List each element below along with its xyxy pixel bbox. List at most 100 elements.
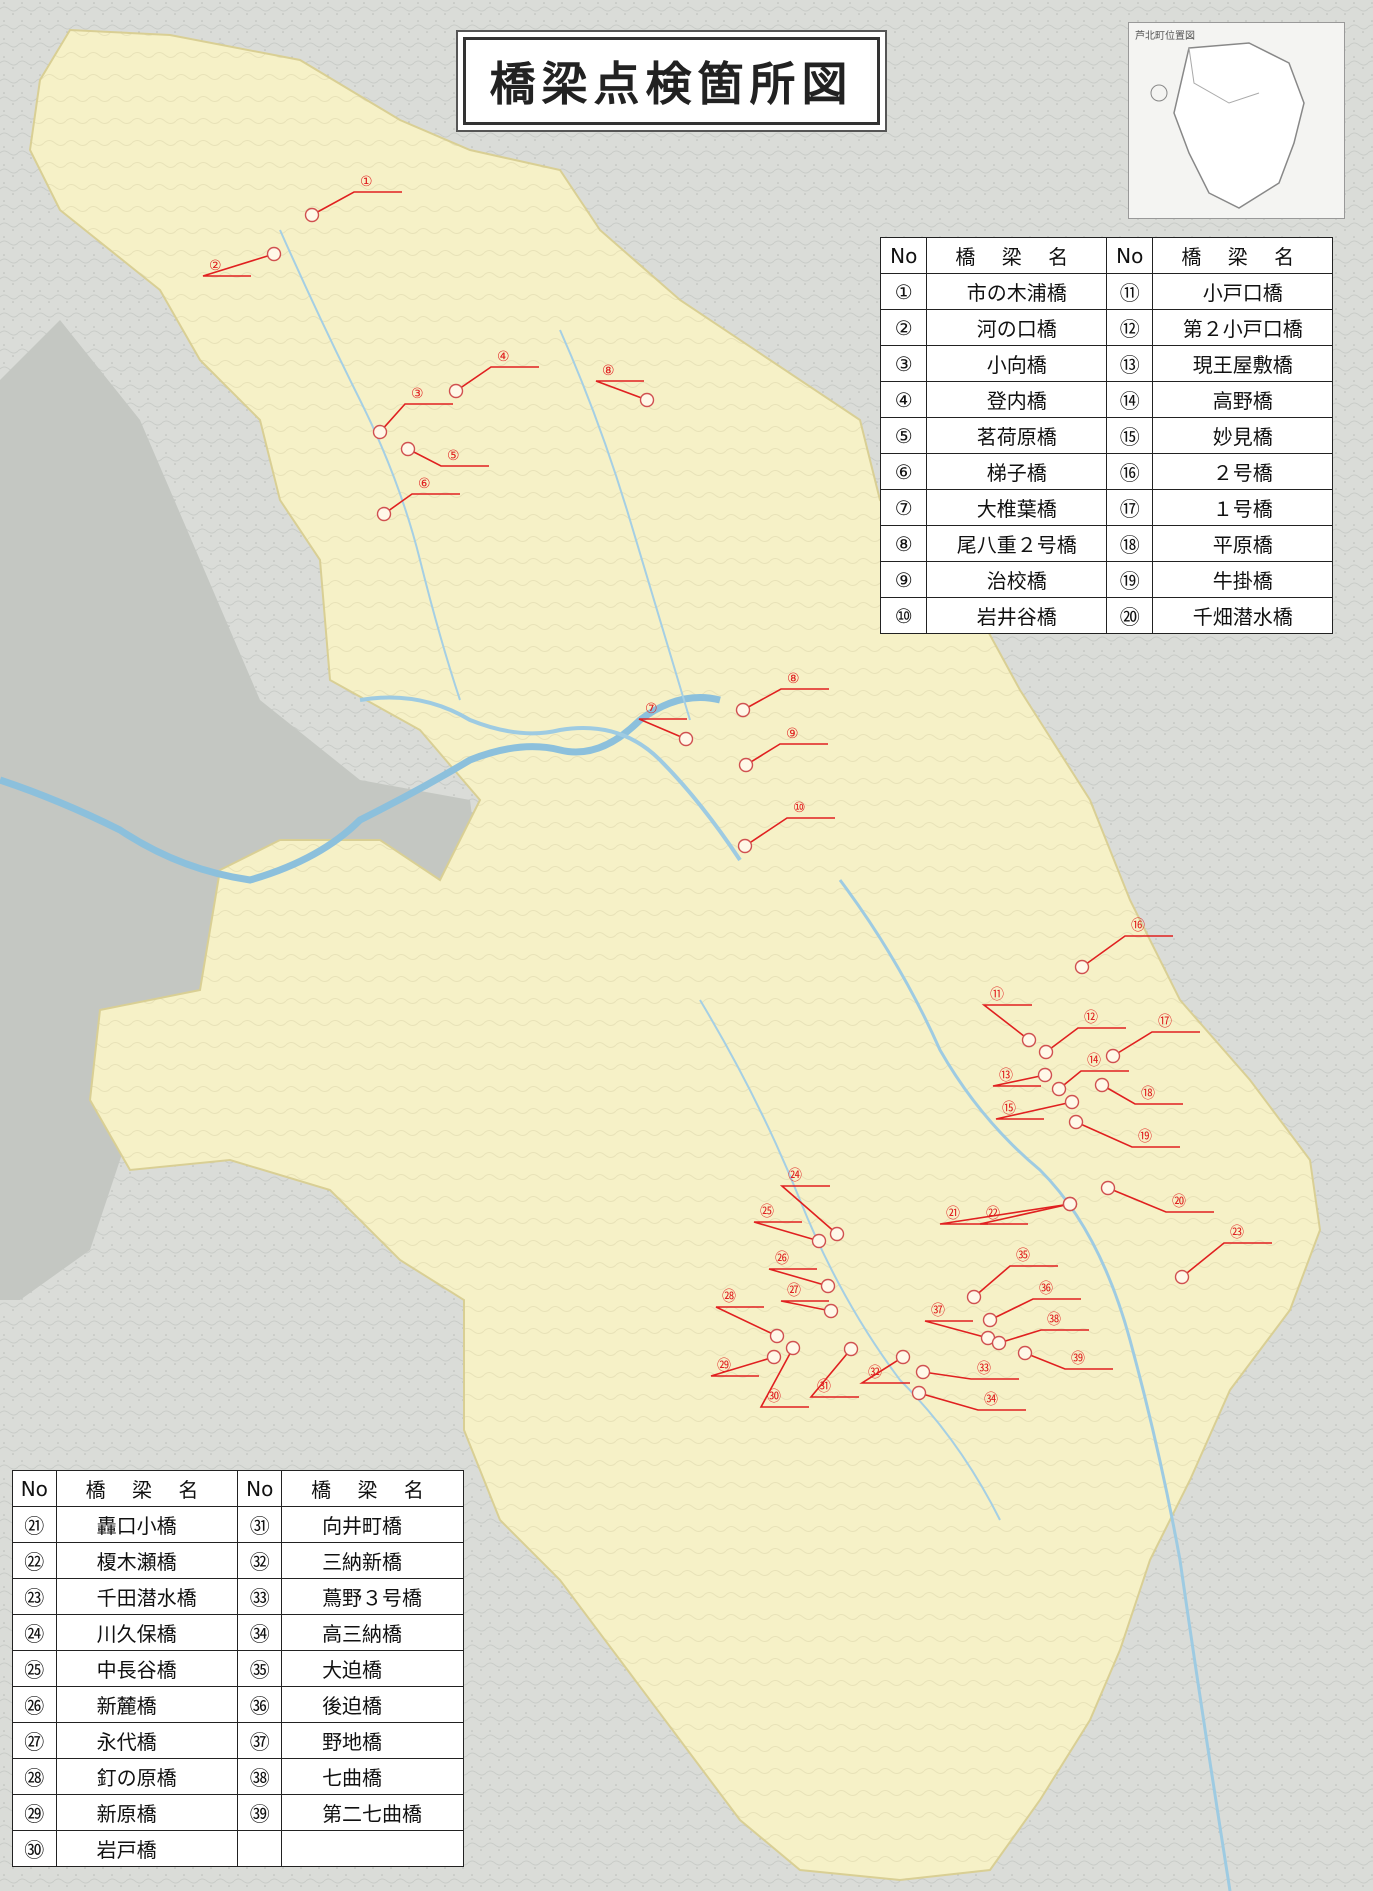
bridge-marker[interactable]: ㉕ <box>753 1204 827 1249</box>
bridge-marker[interactable]: ㉝ <box>915 1361 1020 1380</box>
bridge-location-dot[interactable] <box>982 1312 998 1328</box>
bridge-location-dot[interactable] <box>811 1233 827 1249</box>
bridge-marker[interactable]: ④ <box>448 349 540 399</box>
bridge-location-dot[interactable] <box>266 246 282 262</box>
bridge-marker[interactable]: ⑯ <box>1074 918 1174 975</box>
bridge-location-dot[interactable] <box>1038 1044 1054 1060</box>
bridge-location-dot[interactable] <box>843 1341 859 1357</box>
bridge-marker[interactable]: ㉗ <box>780 1283 839 1319</box>
bridge-location-dot[interactable] <box>735 702 751 718</box>
bridge-location-dot[interactable] <box>1051 1081 1067 1097</box>
bridge-location-dot[interactable] <box>304 207 320 223</box>
bridge-marker[interactable]: ③ <box>372 386 454 440</box>
bridge-location-dot[interactable] <box>1021 1032 1037 1048</box>
bridge-marker[interactable]: ⑧ <box>595 363 655 408</box>
bridge-marker[interactable]: ㊲ <box>924 1303 996 1346</box>
inset-map-drawing <box>1150 42 1305 209</box>
bridge-location-dot[interactable] <box>1094 1077 1110 1093</box>
bridge-location-dot[interactable] <box>820 1278 836 1294</box>
legend-name-cell: 千田潜水橋 <box>55 1578 239 1615</box>
bridge-marker[interactable]: ⑩ <box>737 800 836 854</box>
bridge-marker[interactable]: ㉜ <box>859 1349 911 1384</box>
bridge-location-dot[interactable] <box>1062 1196 1078 1212</box>
bridge-marker[interactable]: ⑤ <box>400 441 490 467</box>
bridge-marker[interactable]: ⑪ <box>981 987 1037 1048</box>
bridge-marker[interactable]: ㉟ <box>966 1248 1059 1305</box>
bridge-location-dot[interactable] <box>1017 1345 1033 1361</box>
legend-no-cell: ③ <box>879 345 928 382</box>
bridge-location-dot[interactable] <box>766 1349 782 1365</box>
bridge-location-dot[interactable] <box>738 757 754 773</box>
bridge-location-dot[interactable] <box>769 1328 785 1344</box>
bridge-marker[interactable]: ② <box>202 246 282 277</box>
bridge-location-dot[interactable] <box>372 424 388 440</box>
bridge-location-dot[interactable] <box>376 506 392 522</box>
bridge-location-dot[interactable] <box>1105 1048 1121 1064</box>
legend-no-cell: ㉒ <box>12 1542 57 1579</box>
bridge-marker-label: ㉙ <box>717 1358 731 1374</box>
bridge-marker[interactable]: ㉘ <box>715 1289 785 1344</box>
bridge-marker[interactable]: ㉚ <box>759 1340 809 1408</box>
marker-leader-line <box>1101 1084 1183 1105</box>
bridge-marker[interactable]: ㉖ <box>768 1251 836 1294</box>
bridge-marker[interactable]: ㉛ <box>809 1341 859 1398</box>
bridge-location-dot[interactable] <box>966 1289 982 1305</box>
bridge-marker[interactable]: ⑳ <box>1100 1180 1215 1213</box>
bridge-marker[interactable]: ㉔ <box>779 1168 845 1242</box>
legend-name-cell: 河の口橋 <box>926 309 1107 346</box>
legend-name-cell: 岩井谷橋 <box>926 597 1107 634</box>
bridge-marker[interactable]: ㉒ <box>979 1196 1078 1225</box>
bridge-marker[interactable]: ㊱ <box>982 1281 1082 1328</box>
bridge-marker[interactable]: ㊳ <box>991 1312 1090 1351</box>
legend-name-cell: 茗荷原橋 <box>926 417 1107 454</box>
legend-no-cell: ㉞ <box>237 1614 283 1651</box>
bridge-location-dot[interactable] <box>1068 1114 1084 1130</box>
bridge-marker[interactable]: ㉙ <box>710 1349 782 1377</box>
bridge-location-dot[interactable] <box>1074 959 1090 975</box>
bridge-marker[interactable]: ⑦ <box>638 701 694 747</box>
bridge-location-dot[interactable] <box>678 731 694 747</box>
bridge-marker-label: ㉚ <box>767 1389 781 1405</box>
bridge-marker[interactable]: ⑥ <box>376 476 461 522</box>
bridge-location-dot[interactable] <box>448 383 464 399</box>
bridge-marker[interactable]: ⑬ <box>992 1067 1053 1087</box>
bridge-marker[interactable]: ⑱ <box>1094 1077 1184 1105</box>
bridge-location-dot[interactable] <box>991 1335 1007 1351</box>
bridge-location-dot[interactable] <box>1174 1269 1190 1285</box>
bridge-marker-label: ④ <box>497 349 510 365</box>
bridge-marker[interactable]: ⑲ <box>1068 1114 1181 1148</box>
bridge-location-dot[interactable] <box>737 838 753 854</box>
marker-leader-line <box>595 380 648 401</box>
bridge-location-dot[interactable] <box>1037 1067 1053 1083</box>
bridge-marker[interactable]: ㊴ <box>1017 1345 1114 1370</box>
marker-leader-line <box>1058 1070 1129 1090</box>
bridge-marker[interactable]: ⑧ <box>735 671 830 718</box>
bridge-location-dot[interactable] <box>1100 1180 1116 1196</box>
bridge-location-dot[interactable] <box>639 392 655 408</box>
bridge-location-dot[interactable] <box>400 441 416 457</box>
bridge-marker[interactable]: ㉞ <box>911 1385 1027 1411</box>
bridge-marker[interactable]: ⑮ <box>995 1094 1080 1120</box>
bridge-location-dot[interactable] <box>911 1385 927 1401</box>
bridge-marker[interactable]: ⑨ <box>738 726 829 773</box>
bridge-location-dot[interactable] <box>895 1349 911 1365</box>
legend-no-cell: ㉙ <box>12 1794 57 1831</box>
legend-name-cell: 七曲橋 <box>281 1758 464 1795</box>
legend-no-cell: ㊱ <box>237 1686 283 1723</box>
bridge-location-dot[interactable] <box>1064 1094 1080 1110</box>
marker-leader-line <box>768 1268 829 1287</box>
marker-leader-line <box>745 743 828 766</box>
bridge-location-dot[interactable] <box>823 1303 839 1319</box>
bridge-location-dot[interactable] <box>915 1364 931 1380</box>
bridge-marker[interactable]: ㉓ <box>1174 1225 1273 1285</box>
bridge-marker[interactable]: ⑰ <box>1105 1014 1201 1064</box>
bridge-location-dot[interactable] <box>829 1226 845 1242</box>
bridge-location-dot[interactable] <box>785 1340 801 1356</box>
bridge-marker[interactable]: ① <box>304 174 403 223</box>
bridge-marker[interactable]: ⑭ <box>1051 1053 1130 1097</box>
bridge-marker[interactable]: ⑫ <box>1038 1010 1127 1060</box>
